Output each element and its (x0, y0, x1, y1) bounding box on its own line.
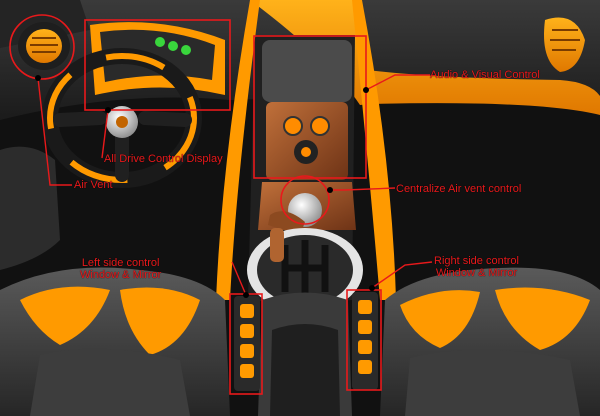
label-right-side-line1: Right side control (434, 255, 519, 267)
leader-lines (37, 74, 433, 296)
right-air-vent-shape (544, 17, 585, 72)
leader-dots (35, 75, 375, 298)
label-left-side-control: Left side control Window & Mirror (80, 257, 161, 281)
label-all-drive-control-display: All Drive Control Display (104, 153, 223, 165)
dashboard-orange-trim (250, 0, 600, 115)
green-indicator-1 (155, 37, 165, 47)
label-audio-visual-control: Audio & Visual Control (430, 69, 540, 81)
annotation-circle-centralize (280, 175, 330, 225)
right-seat-shape (380, 267, 600, 416)
label-right-side-control: Right side control Window & Mirror (434, 255, 519, 279)
label-centralize-air-vent-control: Centralize Air vent control (396, 183, 522, 195)
green-indicator-2 (168, 41, 178, 51)
left-seat-shape (0, 267, 230, 416)
steering-wheel-shape (42, 48, 202, 188)
annotation-circle-air-vent (9, 14, 75, 80)
annotation-box-cluster (84, 19, 231, 111)
label-air-vent: Air Vent (74, 179, 113, 191)
label-left-side-line2: Window & Mirror (80, 269, 162, 281)
annotation-box-right-controls (346, 289, 382, 391)
label-right-side-line2: Window & Mirror (435, 267, 518, 279)
label-left-side-line1: Left side control (81, 257, 160, 269)
green-indicator-3 (181, 45, 191, 55)
annotation-box-audio (253, 35, 367, 179)
center-screen (262, 40, 352, 102)
left-air-vent-shape (18, 22, 70, 70)
